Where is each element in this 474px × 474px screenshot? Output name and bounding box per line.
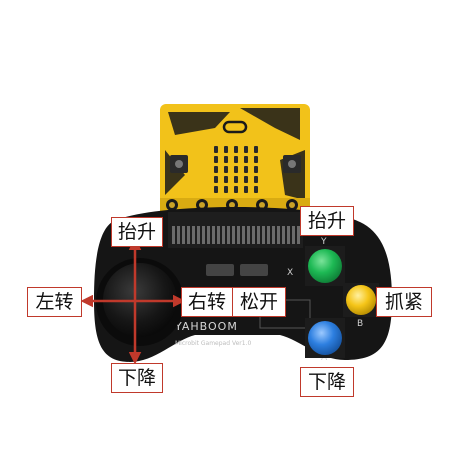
blue-button [308, 321, 342, 355]
face-buttons [305, 246, 379, 358]
button-down-label: 下降 [300, 367, 354, 397]
led-grid-icon [214, 146, 258, 193]
model-text: Microbit Gamepad Ver1.0 [175, 340, 251, 347]
logo-icon [222, 120, 248, 134]
yellow-button [346, 285, 376, 315]
letter-y: Y [320, 237, 327, 247]
letter-b: B [357, 319, 363, 329]
button-right-label: 抓紧 [376, 287, 432, 317]
joystick-up-label: 抬升 [111, 217, 163, 247]
button-up-label: 抬升 [300, 206, 354, 236]
microbit-board [160, 104, 310, 216]
button-left-label: 松开 [232, 287, 286, 317]
joystick-down-label: 下降 [111, 363, 163, 393]
brand-text: YAHBOOM [174, 320, 238, 333]
switch-left [206, 264, 234, 276]
green-button [308, 249, 342, 283]
joystick-left-label: 左转 [27, 287, 82, 317]
joystick-right-label: 右转 [181, 287, 233, 317]
letter-x: X [287, 268, 293, 278]
switch-right [240, 264, 268, 276]
